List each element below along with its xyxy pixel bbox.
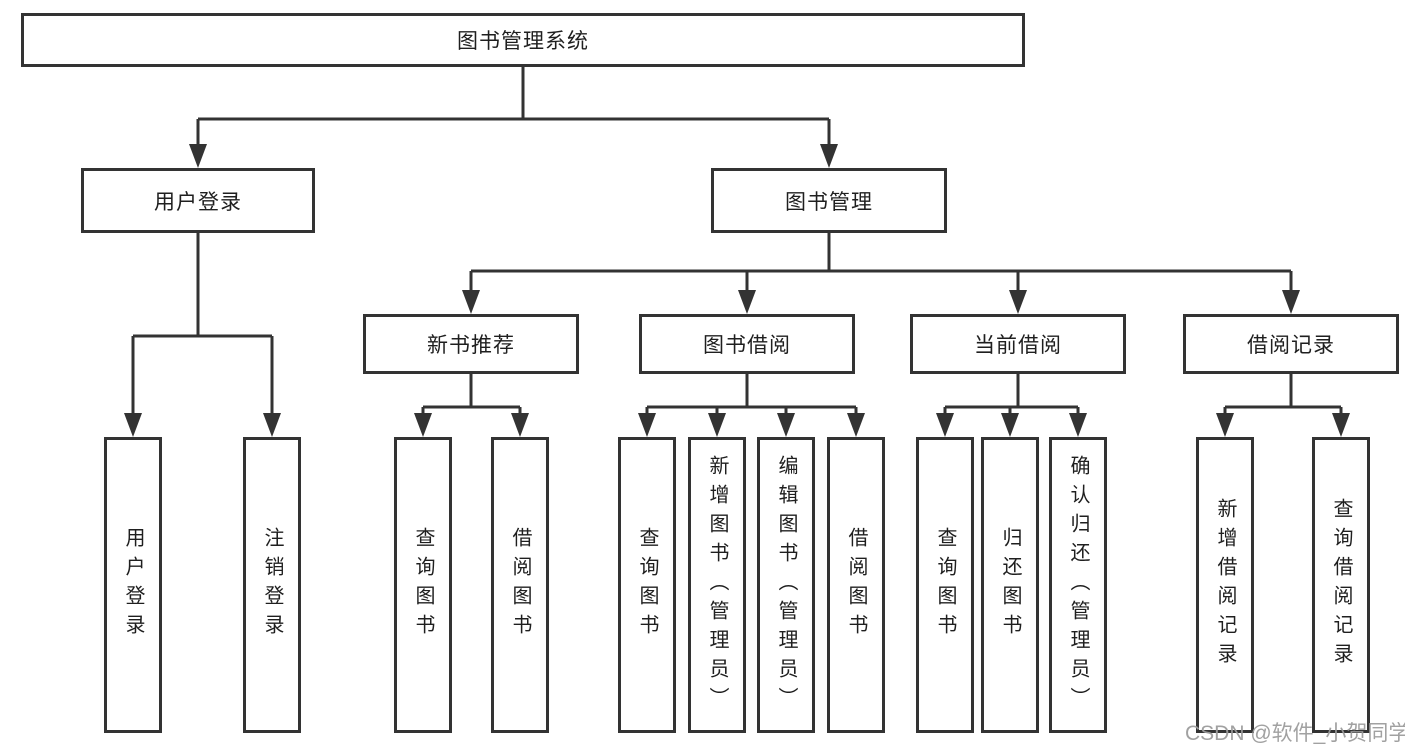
leaf-query-books-borrow: 查询图书 bbox=[618, 437, 676, 733]
arrow-down-icon bbox=[638, 413, 656, 437]
arrow-down-icon bbox=[1069, 413, 1087, 437]
leaf-confirm-return-admin: 确认归还（管理员） bbox=[1049, 437, 1107, 733]
arrow-down-icon bbox=[738, 290, 756, 314]
leaf-borrow-books-recommend: 借阅图书 bbox=[491, 437, 549, 733]
node-label: 图书借阅 bbox=[703, 334, 791, 357]
leaf-add-books-admin: 新增图书（管理员） bbox=[688, 437, 746, 733]
arrow-down-icon bbox=[1282, 290, 1300, 314]
leaf-add-borrow-record: 新增借阅记录 bbox=[1196, 437, 1254, 733]
connector-book-management-branch bbox=[462, 233, 1300, 314]
node-label: 图书管理 bbox=[785, 190, 873, 214]
connector-borrow-records-branch bbox=[1216, 374, 1350, 437]
connector-root-branch bbox=[189, 67, 838, 168]
arrow-down-icon bbox=[777, 413, 795, 437]
leaf-borrow-books-borrow: 借阅图书 bbox=[827, 437, 885, 733]
node-label: 用户登录 bbox=[122, 527, 144, 643]
node-label: 编辑图书（管理员） bbox=[775, 454, 797, 716]
arrow-down-icon bbox=[1001, 413, 1019, 437]
node-label: 确认归还（管理员） bbox=[1067, 454, 1089, 716]
node-label: 注销登录 bbox=[261, 527, 283, 643]
arrow-down-icon bbox=[1009, 290, 1027, 314]
node-label: 查询图书 bbox=[412, 527, 434, 643]
arrow-down-icon bbox=[820, 144, 838, 168]
node-borrowing-records: 借阅记录 bbox=[1183, 314, 1399, 374]
node-label: 新增图书（管理员） bbox=[706, 454, 728, 716]
arrow-down-icon bbox=[936, 413, 954, 437]
leaf-edit-books-admin: 编辑图书（管理员） bbox=[757, 437, 815, 733]
node-label: 借阅图书 bbox=[509, 527, 531, 643]
node-current-borrowing: 当前借阅 bbox=[910, 314, 1126, 374]
arrow-down-icon bbox=[847, 413, 865, 437]
node-label: 归还图书 bbox=[999, 527, 1021, 643]
node-label: 查询借阅记录 bbox=[1330, 498, 1352, 672]
arrow-down-icon bbox=[511, 413, 529, 437]
node-label: 查询图书 bbox=[636, 527, 658, 643]
node-book-borrowing: 图书借阅 bbox=[639, 314, 855, 374]
connector-current-borrow-branch bbox=[936, 374, 1087, 437]
arrow-down-icon bbox=[1332, 413, 1350, 437]
leaf-return-books: 归还图书 bbox=[981, 437, 1039, 733]
node-library-system: 图书管理系统 bbox=[21, 13, 1025, 67]
leaf-user-login: 用户登录 bbox=[104, 437, 162, 733]
arrow-down-icon bbox=[263, 413, 281, 437]
arrow-down-icon bbox=[124, 413, 142, 437]
leaf-logout-login: 注销登录 bbox=[243, 437, 301, 733]
arrow-down-icon bbox=[708, 413, 726, 437]
node-new-book-recommendation: 新书推荐 bbox=[363, 314, 579, 374]
node-label: 借阅记录 bbox=[1247, 334, 1335, 357]
node-label: 借阅图书 bbox=[845, 527, 867, 643]
arrow-down-icon bbox=[189, 144, 207, 168]
node-label: 当前借阅 bbox=[974, 334, 1062, 357]
connector-user-login-branch bbox=[124, 233, 281, 437]
node-label: 图书管理系统 bbox=[457, 30, 589, 53]
arrow-down-icon bbox=[414, 413, 432, 437]
watermark: CSDN @软件_小贺同学 bbox=[1185, 722, 1405, 745]
arrow-down-icon bbox=[1216, 413, 1234, 437]
arrow-down-icon bbox=[462, 290, 480, 314]
leaf-query-books-recommend: 查询图书 bbox=[394, 437, 452, 733]
node-label: 新增借阅记录 bbox=[1214, 498, 1236, 672]
connector-book-borrow-branch bbox=[638, 374, 865, 437]
node-label: 查询图书 bbox=[934, 527, 956, 643]
leaf-query-books-current: 查询图书 bbox=[916, 437, 974, 733]
node-label: 用户登录 bbox=[154, 190, 242, 214]
node-label: 新书推荐 bbox=[427, 334, 515, 357]
connector-new-book-branch bbox=[414, 374, 529, 437]
node-book-management: 图书管理 bbox=[711, 168, 947, 233]
leaf-query-borrow-record: 查询借阅记录 bbox=[1312, 437, 1370, 733]
node-user-login: 用户登录 bbox=[81, 168, 315, 233]
